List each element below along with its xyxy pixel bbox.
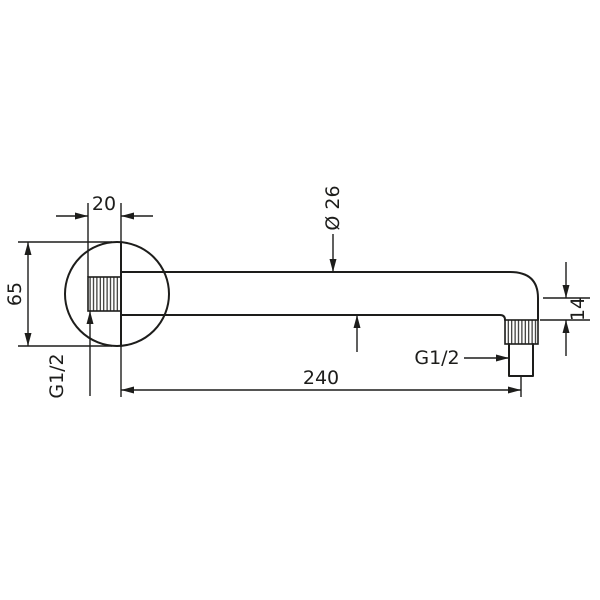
wall-thread-hatch xyxy=(87,276,122,312)
arrowhead-down xyxy=(24,333,32,346)
dim-label-outlet-thread: G1/2 xyxy=(414,347,459,369)
tube-bottom-edge xyxy=(120,314,506,321)
outlet-pipe xyxy=(508,343,534,377)
arrowhead-down xyxy=(562,285,570,298)
dim-outlet-thread: G1/2 xyxy=(414,347,509,369)
arrowhead-up xyxy=(24,242,32,255)
dim-flange-depth: 20 xyxy=(56,193,153,277)
dim-label-tube-diameter: Ø 26 xyxy=(322,185,344,230)
arrowhead-up xyxy=(86,311,94,324)
dim-label-length: 240 xyxy=(303,367,339,389)
dim-flange-diameter: 65 xyxy=(4,241,112,347)
arrowhead-right xyxy=(496,354,509,362)
dim-length: 240 xyxy=(120,346,522,397)
arrowhead-right xyxy=(508,386,521,394)
dim-label-flange-depth: 20 xyxy=(92,193,116,215)
arrowhead-right xyxy=(75,212,88,220)
dim-outlet-height: 14 xyxy=(540,262,590,356)
arrowhead-up xyxy=(353,315,361,328)
dim-tube-diameter: Ø 26 xyxy=(322,185,361,352)
dim-label-flange-diameter: 65 xyxy=(4,282,26,306)
arrowhead-left xyxy=(121,386,134,394)
arrowhead-down xyxy=(329,259,337,272)
flange-circle xyxy=(64,241,170,347)
shower-arm-drawing xyxy=(64,241,539,377)
arrowhead-left xyxy=(121,212,134,220)
dim-label-wall-thread: G1/2 xyxy=(46,353,68,398)
arrowhead-up xyxy=(562,320,570,333)
outlet-thread-hatch xyxy=(504,319,539,345)
tube-top-edge xyxy=(120,271,539,321)
dim-wall-thread: G1/2 xyxy=(46,311,94,399)
dim-label-outlet-height: 14 xyxy=(567,297,589,321)
